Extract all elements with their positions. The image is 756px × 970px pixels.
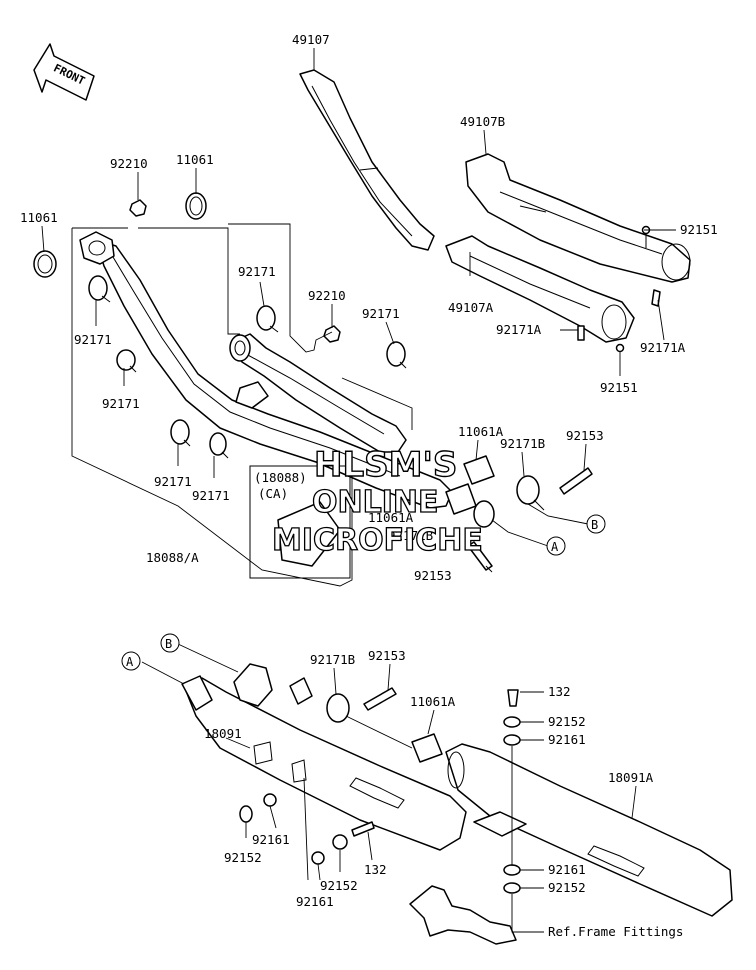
washer-92152-low	[332, 834, 348, 850]
sleeve-11061a-low	[411, 733, 443, 763]
clamp-92171b-top	[516, 475, 545, 511]
callout-a-lower: A	[121, 651, 141, 671]
label-92161-left: 92161	[252, 832, 290, 847]
label-11061-left: 11061	[20, 210, 58, 225]
watermark: HLSM'S ONLINE MICROFICHE	[271, 444, 483, 558]
label-11061a-top: 11061A	[458, 424, 504, 439]
label-49107b: 49107B	[460, 114, 505, 129]
watermark-line1: HLSM'S	[314, 445, 457, 485]
label-92171b-low: 92171B	[310, 652, 355, 667]
nut-92210-mid	[323, 325, 341, 343]
inset-line2: (CA)	[258, 486, 288, 501]
nut-92210-left	[129, 199, 147, 217]
label-92171-3: 92171	[74, 332, 112, 347]
washer-92152-right	[503, 882, 521, 894]
washer-92161-top	[503, 734, 521, 746]
clamp-92171-6	[209, 432, 229, 459]
label-92210-mid: 92210	[308, 288, 346, 303]
bolt-132-top	[507, 689, 519, 707]
frame-fitting	[409, 885, 517, 945]
svg-text:B: B	[591, 518, 598, 532]
heat-cover-49107	[299, 69, 435, 251]
label-18091a: 18091A	[608, 770, 654, 785]
svg-text:A: A	[126, 655, 134, 669]
washer-92161-right	[503, 864, 521, 876]
clamp-92171-5	[170, 419, 191, 447]
clamp-92171-4	[116, 349, 137, 373]
label-92171-4: 92171	[102, 396, 140, 411]
callout-b-lower: B	[160, 633, 180, 653]
washer-92161-left	[263, 793, 277, 807]
label-49107a: 49107A	[448, 300, 494, 315]
label-92171-5: 92171	[154, 474, 192, 489]
label-132-low: 132	[364, 862, 387, 877]
label-132-top: 132	[548, 684, 571, 699]
label-92171-1: 92171	[238, 264, 276, 279]
gasket-11061-top	[185, 192, 207, 220]
label-49107: 49107	[292, 32, 330, 47]
label-92161-top: 92161	[548, 732, 586, 747]
clamp-92171-3	[88, 275, 111, 303]
ref-frame-fittings-label: Ref.Frame Fittings	[548, 924, 683, 939]
clamp-92171b-mid	[473, 500, 495, 528]
muffler-18091a	[445, 743, 733, 917]
bolt-92153-mid	[467, 541, 493, 571]
flange-rear	[229, 334, 251, 362]
exhaust-pipe-rear	[231, 333, 407, 453]
washer-92152-top	[503, 716, 521, 728]
callout-a-upper: A	[546, 536, 566, 556]
bolt-92153-low	[363, 687, 397, 711]
bolt-92153-top	[559, 467, 593, 495]
svg-text:B: B	[165, 637, 172, 651]
muffler-18091	[181, 663, 467, 851]
label-92152-low: 92152	[320, 878, 358, 893]
label-92152-right: 92152	[548, 880, 586, 895]
label-92153-top: 92153	[566, 428, 604, 443]
inset-line1: (18088)	[254, 470, 307, 485]
flange-front	[79, 231, 115, 265]
label-18088a: 18088/A	[146, 550, 199, 565]
washer-92152-left	[239, 805, 253, 823]
label-92171b-top: 92171B	[500, 436, 545, 451]
clamp-92171-2	[386, 341, 407, 369]
label-92161-right: 92161	[548, 862, 586, 877]
label-92171-2: 92171	[362, 306, 400, 321]
heat-cover-49107b	[465, 153, 691, 283]
label-92152-left: 92152	[224, 850, 262, 865]
label-92151-top: 92151	[680, 222, 718, 237]
gasket-11061-left	[33, 250, 57, 278]
inset-box: (18088) (CA)	[249, 465, 351, 579]
clip-92171a-left	[577, 325, 585, 341]
sleeve-11061a-top	[463, 455, 495, 485]
front-arrow-icon: FRONT	[33, 43, 95, 101]
callout-b-upper: B	[586, 514, 606, 534]
watermark-line2: ONLINE	[312, 485, 439, 520]
label-92210-left: 92210	[110, 156, 148, 171]
label-92153-mid: 92153	[414, 568, 452, 583]
label-92153-low: 92153	[368, 648, 406, 663]
label-92171a-right: 92171A	[640, 340, 686, 355]
screw-92151-mid	[615, 343, 625, 353]
label-92152-top: 92152	[548, 714, 586, 729]
label-92171a-left: 92171A	[496, 322, 542, 337]
label-92161-low: 92161	[296, 894, 334, 909]
clamp-92171-1	[256, 305, 279, 333]
washer-92161-low	[311, 851, 325, 865]
sleeve-11061a-mid	[445, 483, 477, 515]
label-92171b-mid: 92171B	[388, 528, 433, 543]
label-11061a-mid: 11061A	[368, 510, 414, 525]
heat-cover-49107a	[445, 235, 635, 343]
clamp-92171b-low	[326, 693, 350, 723]
label-11061a-low: 11061A	[410, 694, 456, 709]
label-11061-top: 11061	[176, 152, 214, 167]
label-92171-6: 92171	[192, 488, 230, 503]
svg-text:A: A	[551, 540, 559, 554]
watermark-line3: MICROFICHE	[272, 523, 483, 558]
label-18091: 18091	[204, 726, 242, 741]
label-92151-mid: 92151	[600, 380, 638, 395]
bolt-132-low	[351, 821, 375, 837]
